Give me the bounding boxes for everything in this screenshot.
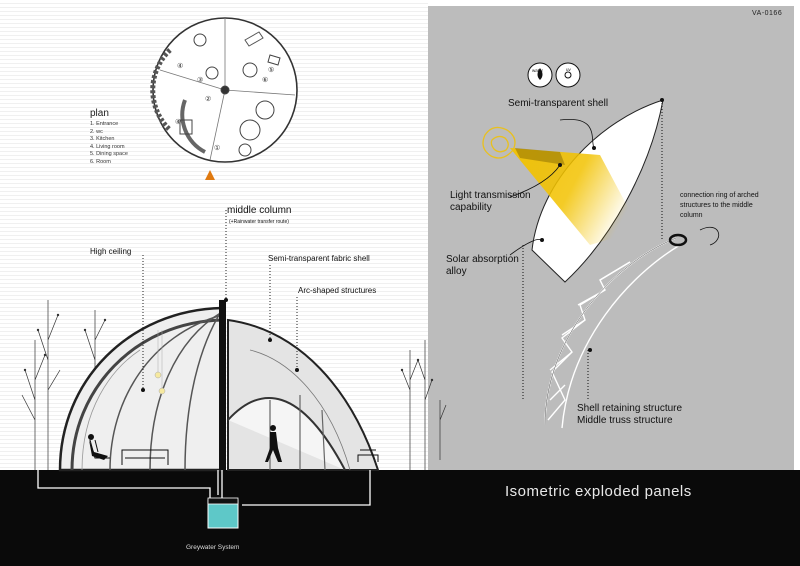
plan-legend-item: 6. Room xyxy=(90,158,111,165)
svg-text:⑤: ⑤ xyxy=(268,66,274,74)
connection-ring-label-3: column xyxy=(680,212,703,219)
greywater-pipes xyxy=(37,470,371,506)
fabric-shell-label: Semi-transparent fabric shell xyxy=(268,254,370,263)
solar-absorption-label: Solar absorption xyxy=(446,254,519,265)
middle-column-label: middle column xyxy=(227,205,292,216)
plan-legend: 1. Entrance 2. wc 3. Kitchen 4. Living r… xyxy=(90,121,128,167)
uv-badge-icon xyxy=(555,62,581,88)
plan-legend-item: 3. Kitchen xyxy=(90,136,115,143)
greywater-label: Greywater System xyxy=(186,544,240,551)
connection-ring xyxy=(668,233,688,247)
leader-dots xyxy=(141,98,664,392)
light-ray xyxy=(510,148,640,245)
section-leaders xyxy=(142,210,298,390)
ground-band xyxy=(0,470,800,566)
main-dome xyxy=(58,306,224,472)
svg-text:①: ① xyxy=(214,144,220,152)
plan-legend-item: 1. Entrance xyxy=(90,121,119,127)
exploded-leaders xyxy=(522,100,663,400)
svg-text:⑥: ⑥ xyxy=(262,76,268,84)
svg-text:③: ③ xyxy=(197,76,203,84)
people xyxy=(88,425,282,462)
connection-ring-label-2: structures to the middle xyxy=(680,202,753,209)
plan-title: plan xyxy=(90,108,109,119)
curved-arrows xyxy=(509,118,720,256)
furniture xyxy=(89,439,379,465)
plan-legend-item: 4. Living room xyxy=(90,143,125,150)
semi-shell-label: Semi-transparent shell xyxy=(508,98,609,109)
light-transmission-label-2: capability xyxy=(450,202,492,213)
svg-text:④: ④ xyxy=(177,62,183,70)
svg-text:④: ④ xyxy=(175,118,181,126)
high-ceiling-label: High ceiling xyxy=(90,247,132,256)
svg-text:②: ② xyxy=(205,95,211,103)
water-badge-label: water xyxy=(532,68,544,73)
entrance-arrow-icon xyxy=(205,170,215,180)
greywater-tank xyxy=(207,499,239,529)
floor-plan: ④ ③ ② ① ⑤ ⑥ ④ xyxy=(150,17,298,163)
connection-ring-label: connection ring of arched xyxy=(680,192,759,199)
tree-foliage xyxy=(23,313,434,382)
plan-legend-item: 2. wc xyxy=(90,128,103,135)
middle-column xyxy=(219,300,226,470)
uv-badge-label: uv xyxy=(566,67,571,72)
panels-title: Isometric exploded panels xyxy=(505,483,692,500)
retaining-structure-label: Shell retaining structure xyxy=(577,403,683,414)
solar-absorption-label-2: alloy xyxy=(446,266,467,277)
secondary-dome xyxy=(227,318,380,471)
pendant-lamps xyxy=(154,330,166,395)
arc-structures-label: Arc-shaped structures xyxy=(298,286,377,295)
middle-column-note: (+Rainwater transfer route) xyxy=(229,219,289,225)
sun-icon xyxy=(482,126,516,159)
water-badge-icon xyxy=(527,62,553,88)
drawing-code: VA-0166 xyxy=(752,10,783,17)
truss-structure-label: Middle truss structure xyxy=(577,415,673,426)
light-transmission-label: Light transmission xyxy=(450,190,531,201)
plan-legend-item: 5. Dining space xyxy=(90,151,128,158)
